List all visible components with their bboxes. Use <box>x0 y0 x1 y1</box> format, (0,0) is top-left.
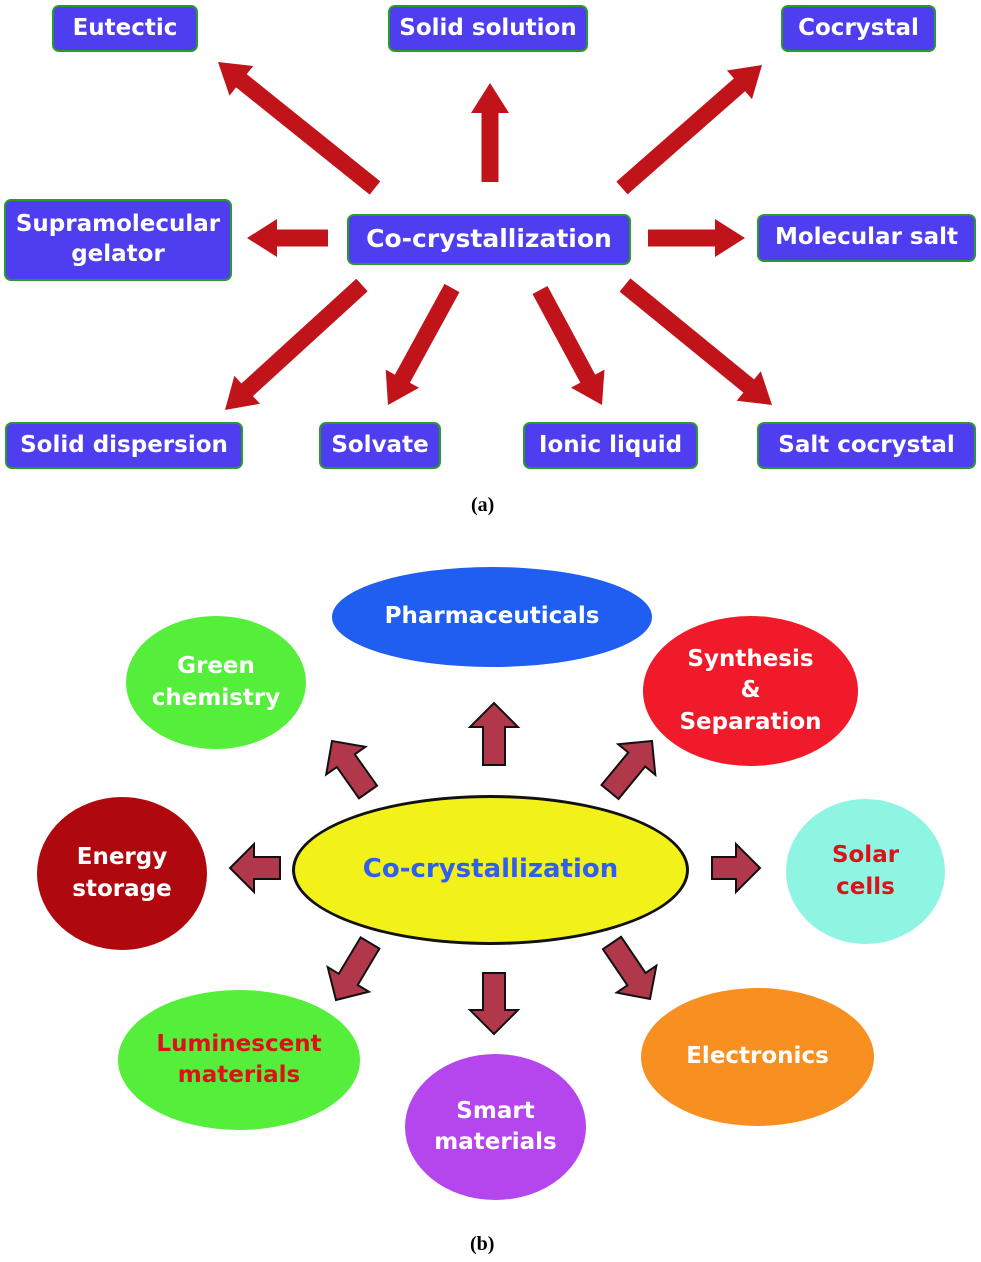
arrow-to-molecular-salt <box>648 219 745 257</box>
box-solid-solution: Solid solution <box>388 5 588 52</box>
node-smart-materials: Smart materials <box>405 1054 586 1200</box>
node-energy-storage: Energy storage <box>37 797 207 950</box>
block-arrow-to-synthesis-separation <box>600 739 657 801</box>
block-arrow-to-solar-cells <box>711 841 762 895</box>
node-co-crystallization-center: Co-crystallization <box>292 795 689 945</box>
arrow-to-eutectic <box>218 62 381 195</box>
node-green-chemistry: Green chemistry <box>126 616 306 749</box>
block-arrow-to-smart-materials <box>467 972 521 1036</box>
node-electronics: Electronics <box>641 988 874 1126</box>
block-arrow-to-green-chemistry <box>324 739 379 800</box>
arrow-to-supramolecular-gelator <box>247 219 328 257</box>
box-co-crystallization-center: Co-crystallization <box>347 214 631 265</box>
box-ionic-liquid-label: Ionic liquid <box>538 431 683 458</box>
node-luminescent-materials-label: Luminescent materials <box>156 1030 322 1088</box>
box-solid-dispersion-label: Solid dispersion <box>20 431 228 458</box>
arrow-to-solid-dispersion <box>225 278 368 410</box>
arrow-to-cocrystal <box>616 65 762 195</box>
center-a-label: Co-crystallization <box>366 224 612 254</box>
block-arrow-to-luminescent-materials <box>326 936 381 1002</box>
block-arrow-to-energy-storage <box>228 841 281 895</box>
box-molecular-salt: Molecular salt <box>757 214 976 262</box>
node-solar-cells: Solar cells <box>786 799 945 944</box>
node-synthesis-separation-label: Synthesis & Separation <box>679 646 822 735</box>
block-arrow-to-electronics <box>601 935 658 1001</box>
box-solid-solution-label: Solid solution <box>399 14 577 41</box>
node-solar-cells-label: Solar cells <box>831 842 900 900</box>
arrow-to-salt-cocrystal <box>619 278 772 405</box>
arrows-panel-b <box>228 701 762 1036</box>
box-eutectic: Eutectic <box>52 5 198 52</box>
node-pharmaceuticals-label: Pharmaceuticals <box>384 603 600 630</box>
box-cocrystal: Cocrystal <box>781 5 936 52</box>
box-salt-cocrystal: Salt cocrystal <box>757 422 976 469</box>
node-smart-materials-label: Smart materials <box>434 1097 557 1155</box>
box-salt-cocrystal-label: Salt cocrystal <box>778 431 955 458</box>
panel-a-label: (a) <box>471 494 495 516</box>
arrow-to-solvate <box>385 283 460 405</box>
node-luminescent-materials: Luminescent materials <box>118 990 360 1130</box>
node-electronics-label: Electronics <box>686 1043 829 1070</box>
box-molecular-salt-label: Molecular salt <box>774 224 959 251</box>
panel-b-label: (b) <box>470 1233 495 1255</box>
node-energy-storage-label: Energy storage <box>72 844 172 902</box>
box-solid-dispersion: Solid dispersion <box>5 422 243 469</box>
box-supramolecular-gelator: Supramolecular gelator <box>4 199 232 281</box>
node-synthesis-separation: Synthesis & Separation <box>643 616 858 766</box>
arrow-to-ionic-liquid <box>532 286 605 405</box>
node-pharmaceuticals: Pharmaceuticals <box>332 567 652 667</box>
arrows-panel-a <box>218 62 772 410</box>
center-b-label: Co-crystallization <box>362 854 619 885</box>
arrow-to-solid-solution <box>471 83 509 182</box>
box-eutectic-label: Eutectic <box>72 14 178 41</box>
node-green-chemistry-label: Green chemistry <box>151 653 281 711</box>
box-ionic-liquid: Ionic liquid <box>523 422 698 469</box>
box-solvate-label: Solvate <box>331 431 429 458</box>
box-cocrystal-label: Cocrystal <box>798 14 919 41</box>
box-solvate: Solvate <box>319 422 441 469</box>
box-supramolecular-gelator-label: Supramolecular gelator <box>15 211 221 267</box>
block-arrow-to-pharmaceuticals <box>467 701 521 766</box>
